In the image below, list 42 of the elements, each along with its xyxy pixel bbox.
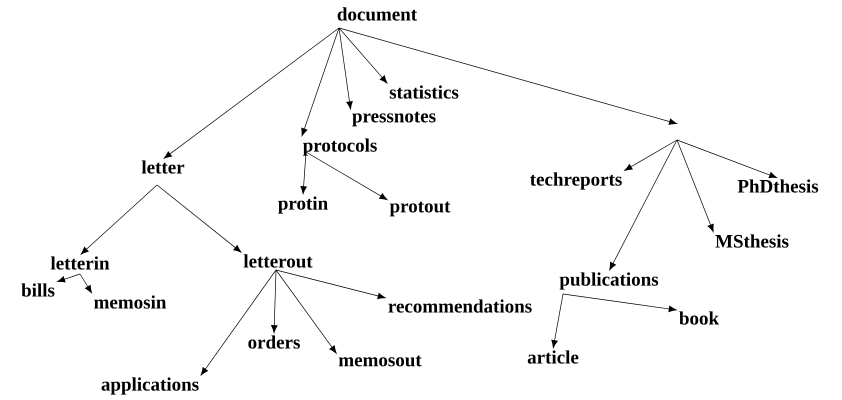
arrow [200, 270, 276, 376]
arrow [80, 274, 92, 294]
tree-node-label: protout [390, 202, 450, 216]
arrow [57, 274, 80, 282]
tree-node-label: memosin [94, 295, 166, 309]
tree-node-label: document [338, 7, 418, 21]
arrow [301, 28, 340, 136]
arrow [276, 270, 386, 300]
tree-node-label: book [679, 311, 720, 325]
arrow [80, 184, 158, 255]
tree-node-label: PhDthesis [738, 179, 818, 193]
tree-node-label: letterin [50, 256, 110, 270]
tree-node-label: protin [278, 196, 328, 214]
tree-node-label: bills [21, 283, 54, 297]
arrow [624, 140, 678, 171]
tree-node-label: orders [248, 335, 300, 349]
arrow [306, 152, 388, 200]
arrow [156, 184, 242, 253]
tree-node-label: applications [102, 377, 199, 395]
arrow [338, 28, 353, 110]
tree-node-label: article [528, 350, 578, 364]
arrow [164, 28, 340, 159]
tree-node-label: recommendations [388, 299, 532, 313]
tree-node-label: protocols [302, 138, 377, 156]
tree-node-label: MSthesis [715, 234, 788, 248]
arrow [300, 152, 307, 194]
tree-node-label: techreports [530, 172, 622, 190]
tree-node-label: publications [560, 272, 658, 290]
tree-node-label: memosout [338, 356, 422, 366]
arrow [562, 294, 677, 312]
arrow [676, 140, 778, 178]
tree-node-label: pressnotes [352, 112, 436, 126]
arrow [271, 270, 278, 334]
tree-node-label: letterout [244, 254, 313, 268]
arrow [276, 270, 337, 354]
tree-node-label: letter [142, 160, 184, 174]
arrow [676, 140, 714, 232]
arrow [551, 294, 564, 348]
tree-node-label: statistics [390, 85, 458, 99]
arrow [338, 28, 388, 84]
arrow [609, 140, 678, 270]
arrow [338, 28, 678, 125]
